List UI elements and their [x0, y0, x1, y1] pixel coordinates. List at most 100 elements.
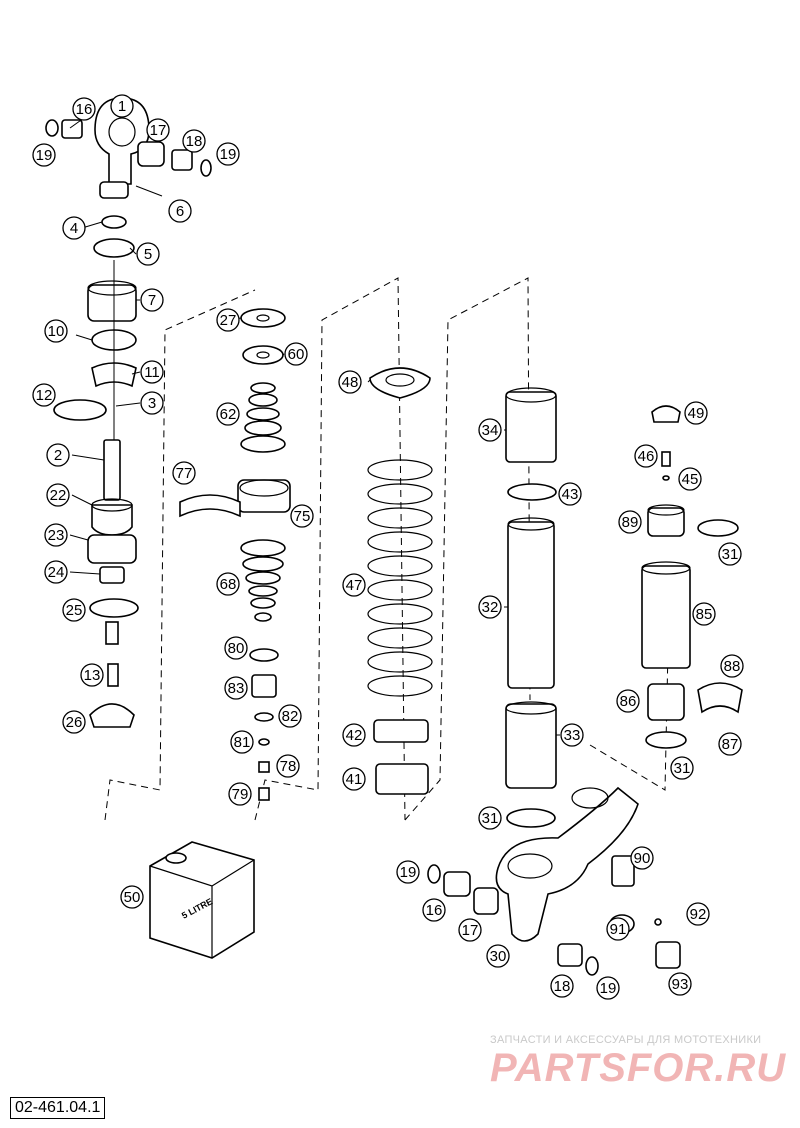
svg-text:1: 1 — [118, 98, 126, 115]
callout-24: 24 — [44, 560, 68, 584]
callout-43: 43 — [558, 482, 582, 506]
svg-text:10: 10 — [48, 323, 65, 340]
callout-83: 83 — [224, 676, 248, 700]
svg-text:11: 11 — [144, 364, 160, 381]
callouts: 16 1 17 18 19 19 6 4 5 7 10 11 12 3 2 22… — [32, 94, 744, 1000]
svg-text:26: 26 — [66, 714, 83, 731]
svg-text:18: 18 — [186, 133, 203, 150]
svg-text:79: 79 — [232, 786, 249, 803]
callout-18: 18 — [182, 129, 206, 153]
callout-49: 49 — [684, 401, 708, 425]
svg-text:90: 90 — [634, 850, 651, 867]
column-shim-stack — [179, 308, 291, 801]
column-spring — [367, 367, 433, 795]
svg-text:86: 86 — [620, 693, 637, 710]
watermark-tagline: ЗАПЧАСТИ И АКСЕССУАРЫ ДЛЯ МОТОТЕХНИКИ — [490, 1034, 762, 1046]
svg-text:12: 12 — [36, 387, 53, 404]
svg-text:4: 4 — [70, 220, 78, 237]
callout-17: 17 — [146, 118, 170, 142]
callout-79: 79 — [228, 782, 252, 806]
bottom-linkage — [427, 786, 681, 976]
svg-text:2: 2 — [54, 447, 62, 464]
callout-50: 50 — [120, 885, 144, 909]
svg-text:80: 80 — [228, 640, 245, 657]
svg-text:31: 31 — [482, 810, 499, 827]
callout-1: 1 — [110, 94, 134, 118]
callout-88: 88 — [720, 654, 744, 678]
svg-text:83: 83 — [228, 680, 245, 697]
callout-90: 90 — [630, 846, 654, 870]
callout-60: 60 — [284, 342, 308, 366]
svg-text:22: 22 — [50, 487, 67, 504]
callout-92: 92 — [686, 902, 710, 926]
svg-text:34: 34 — [482, 422, 499, 439]
svg-text:24: 24 — [48, 564, 65, 581]
callout-16-bottom: 16 — [422, 898, 446, 922]
svg-text:92: 92 — [690, 906, 707, 923]
callout-7: 7 — [140, 288, 164, 312]
svg-text:89: 89 — [622, 514, 639, 531]
svg-text:50: 50 — [124, 889, 141, 906]
callout-4: 4 — [62, 216, 86, 240]
callout-22: 22 — [46, 483, 70, 507]
svg-text:13: 13 — [84, 667, 101, 684]
callout-2: 2 — [46, 443, 70, 467]
callout-12: 12 — [32, 383, 56, 407]
callout-19-left: 19 — [32, 143, 56, 167]
svg-text:82: 82 — [282, 708, 299, 725]
callout-80: 80 — [224, 636, 248, 660]
svg-text:30: 30 — [490, 948, 507, 965]
callout-81: 81 — [230, 730, 254, 754]
svg-text:27: 27 — [220, 312, 237, 329]
reference-number: 02-461.04.1 — [10, 1097, 106, 1119]
callout-31-lower-right: 31 — [670, 756, 694, 780]
svg-text:47: 47 — [346, 577, 363, 594]
callout-13: 13 — [80, 663, 104, 687]
callout-34: 34 — [478, 418, 502, 442]
svg-text:87: 87 — [722, 736, 739, 753]
callout-45: 45 — [678, 467, 702, 491]
svg-text:91: 91 — [610, 921, 627, 938]
callout-87: 87 — [718, 732, 742, 756]
svg-text:88: 88 — [724, 658, 741, 675]
svg-text:33: 33 — [564, 727, 581, 744]
callout-82: 82 — [278, 704, 302, 728]
callout-48: 48 — [338, 370, 362, 394]
leader-lines — [69, 100, 560, 736]
callout-33: 33 — [560, 723, 584, 747]
callout-27: 27 — [216, 308, 240, 332]
svg-text:81: 81 — [234, 734, 251, 751]
svg-text:31: 31 — [674, 760, 691, 777]
callout-26: 26 — [62, 710, 86, 734]
svg-text:41: 41 — [346, 771, 363, 788]
svg-text:17: 17 — [150, 122, 167, 139]
svg-text:45: 45 — [682, 471, 699, 488]
svg-text:60: 60 — [288, 346, 305, 363]
svg-text:19: 19 — [600, 980, 617, 997]
svg-text:77: 77 — [176, 465, 193, 482]
svg-text:93: 93 — [672, 976, 689, 993]
svg-text:7: 7 — [148, 292, 156, 309]
callout-5: 5 — [136, 242, 160, 266]
callout-75: 75 — [290, 504, 314, 528]
callout-10: 10 — [44, 319, 68, 343]
svg-text:23: 23 — [48, 527, 65, 544]
callout-3: 3 — [140, 391, 164, 415]
svg-text:5: 5 — [144, 246, 152, 263]
svg-text:42: 42 — [346, 727, 363, 744]
svg-text:85: 85 — [696, 606, 713, 623]
callout-17-bottom: 17 — [458, 918, 482, 942]
callout-25: 25 — [62, 598, 86, 622]
callout-77: 77 — [172, 461, 196, 485]
svg-text:78: 78 — [280, 758, 297, 775]
svg-text:3: 3 — [148, 395, 156, 412]
column-reservoir — [641, 405, 743, 749]
callout-62: 62 — [216, 402, 240, 426]
svg-text:17: 17 — [462, 922, 479, 939]
watermark-logo: PARTSFOR.RU — [490, 1046, 787, 1090]
callout-42: 42 — [342, 723, 366, 747]
svg-text:68: 68 — [220, 576, 237, 593]
svg-text:18: 18 — [554, 978, 571, 995]
callout-11: 11 — [140, 360, 164, 384]
